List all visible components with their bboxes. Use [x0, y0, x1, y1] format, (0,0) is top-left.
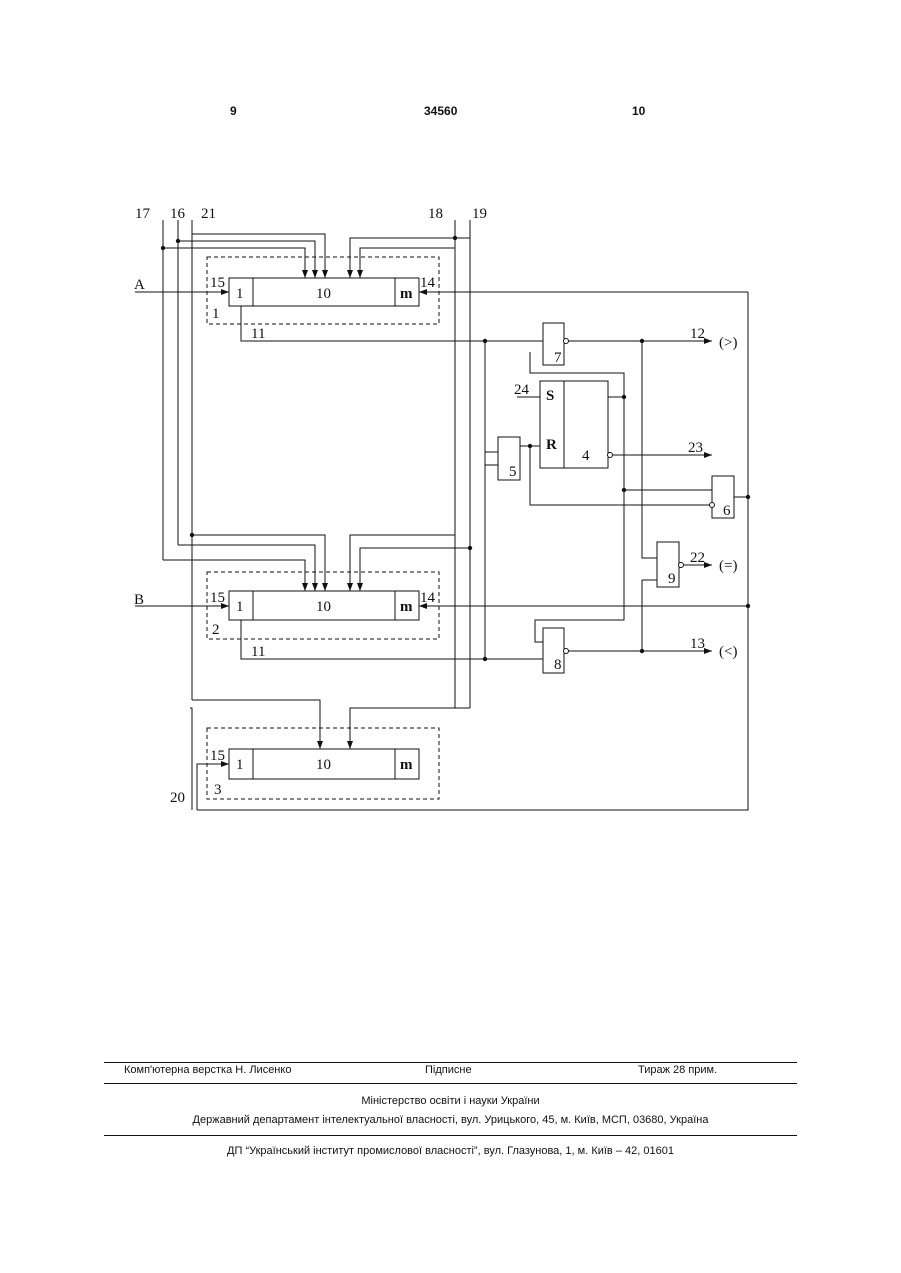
register-3-middle-cell: 10: [316, 757, 331, 773]
input-b-label: B: [134, 592, 144, 608]
footer-circulation: Тираж 28 прим.: [638, 1064, 717, 1076]
input-a-label: A: [134, 277, 145, 293]
register-2-pin-right: 14: [420, 590, 436, 606]
output-13-num: 13: [690, 636, 705, 652]
register-3-left-cell: 1: [236, 757, 244, 773]
footer-rule-top: [104, 1062, 797, 1063]
output-12-num: 12: [690, 326, 705, 342]
gate-9-label: 9: [668, 571, 676, 587]
gate-5-label: 5: [509, 464, 517, 480]
gate-8-label: 8: [554, 657, 562, 673]
register-2-left-cell: 1: [236, 599, 244, 615]
footer-rule-middle: [104, 1083, 797, 1084]
register-1-middle-cell: 10: [316, 286, 331, 302]
gate-6-label: 6: [723, 503, 731, 519]
bus-label-21: 21: [201, 206, 216, 222]
bus-label-17: 17: [135, 206, 151, 222]
control-input-label: 24: [514, 382, 530, 398]
bus-label-16: 16: [170, 206, 186, 222]
register-2-id: 2: [212, 622, 220, 638]
register-2-pin-left: 15: [210, 590, 225, 606]
output-12-sym: (>): [719, 335, 737, 351]
footer-department: Державний департамент інтелектуальної вл…: [0, 1114, 901, 1126]
footer-institute: ДП “Український інститут промислової вла…: [0, 1145, 901, 1157]
register-3-right-cell: m: [400, 757, 413, 773]
footer-rule-bottom: [104, 1135, 797, 1136]
output-23-num: 23: [688, 440, 703, 456]
footer-layout-by: Комп'ютерна верстка Н. Лисенко: [124, 1064, 291, 1076]
trigger-reset-label: R: [546, 437, 557, 453]
footer-signed: Підписне: [425, 1064, 472, 1076]
bus-label-20: 20: [170, 790, 185, 806]
trigger-id: 4: [582, 448, 590, 464]
register-1-id: 1: [212, 306, 220, 322]
bus-label-18: 18: [428, 206, 443, 222]
line-label-11-upper: 11: [251, 326, 265, 342]
register-2-right-cell: m: [400, 599, 413, 615]
register-3-pin-left: 15: [210, 748, 225, 764]
footer-ministry: Міністерство освіти і науки України: [0, 1095, 901, 1107]
output-13-sym: (<): [719, 644, 737, 660]
line-label-11-lower: 11: [251, 644, 265, 660]
output-22-num: 22: [690, 550, 705, 566]
register-1-left-cell: 1: [236, 286, 244, 302]
gate-7-label: 7: [554, 350, 562, 366]
register-1-pin-left: 15: [210, 275, 225, 291]
register-1-right-cell: m: [400, 286, 413, 302]
output-22-sym: (=): [719, 558, 737, 574]
register-2-middle-cell: 10: [316, 599, 331, 615]
bus-label-19: 19: [472, 206, 487, 222]
register-3-id: 3: [214, 782, 222, 798]
register-1-pin-right: 14: [420, 275, 436, 291]
trigger-set-label: S: [546, 388, 554, 404]
